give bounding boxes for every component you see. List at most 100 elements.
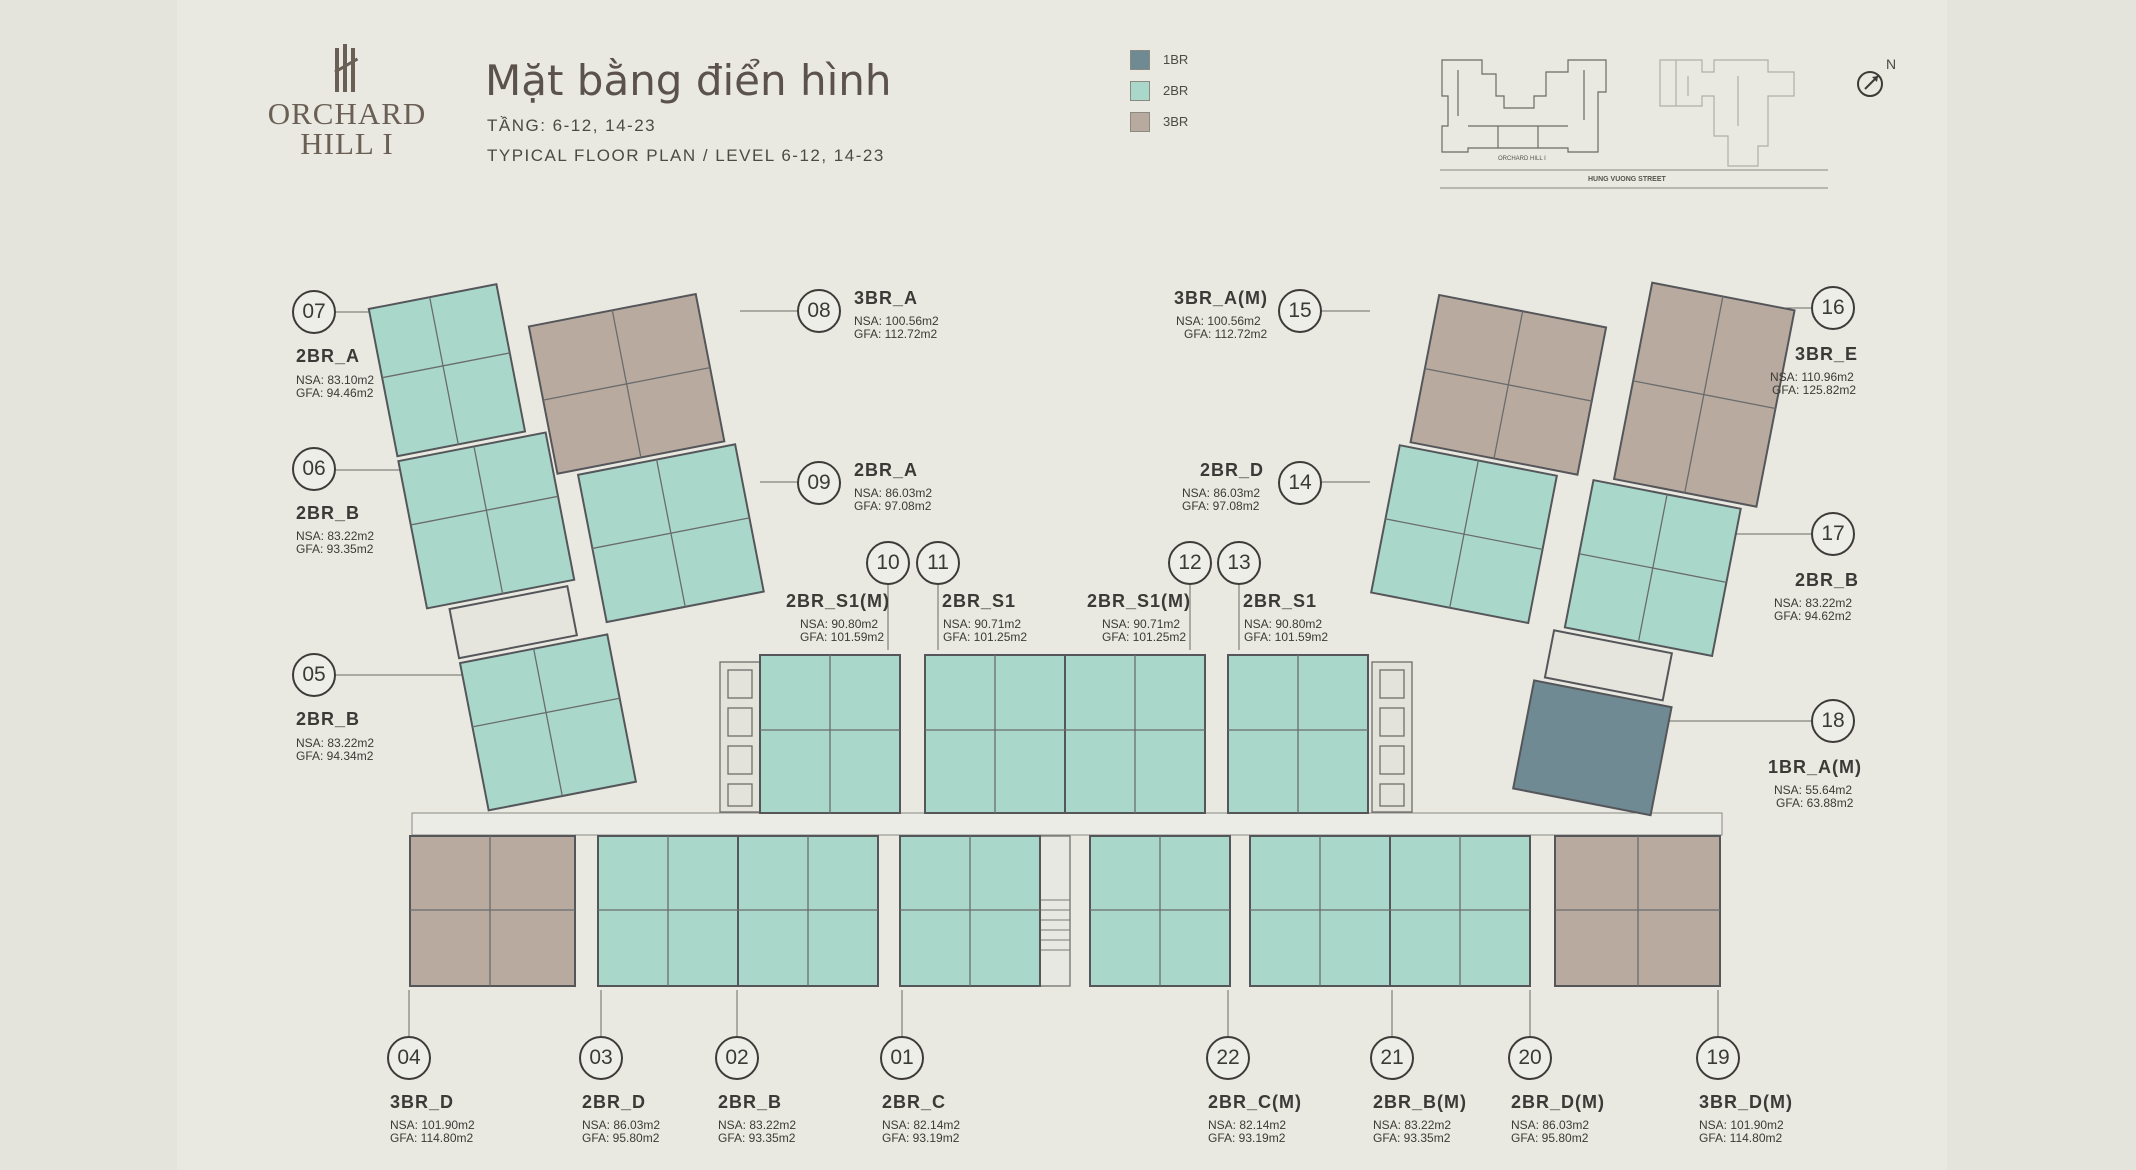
unit-number-21: 21 [1370, 1036, 1414, 1080]
unit-gfa-16: GFA: 125.82m2 [1772, 383, 1857, 397]
unit-number-19: 19 [1696, 1036, 1740, 1080]
leader-lines [336, 307, 1811, 1036]
legend-swatch-1br [1130, 50, 1150, 70]
site-plan-drawing [1440, 59, 1828, 189]
unit-gfa-07: GFA: 94.46m2 [296, 386, 374, 400]
unit-type-07: 2BR_A [296, 346, 361, 366]
unit-18-plan [1511, 679, 1673, 817]
subtitle-en: TYPICAL FLOOR PLAN / LEVEL 6-12, 14-23 [487, 146, 885, 165]
unit-gfa-20: GFA: 95.80m2 [1511, 1131, 1589, 1145]
unit-number-01: 01 [880, 1036, 924, 1080]
unit-gfa-02: GFA: 93.35m2 [718, 1131, 796, 1145]
unit-type-08: 3BR_A [854, 288, 919, 308]
unit-gfa-13: GFA: 101.59m2 [1244, 630, 1329, 644]
unit-gfa-14: GFA: 97.08m2 [1182, 499, 1260, 513]
unit-nsa-08: NSA: 100.56m2 [854, 314, 939, 328]
unit-number-08: 08 [797, 289, 841, 333]
unit-nsa-20: NSA: 86.03m2 [1511, 1118, 1590, 1132]
unit-nsa-01: NSA: 82.14m2 [882, 1118, 961, 1132]
brand-logo: ORCHARD HILL I [262, 44, 432, 164]
page-title: Mặt bằng điển hình [485, 56, 892, 105]
unit-nsa-21: NSA: 83.22m2 [1373, 1118, 1452, 1132]
unit-number-17: 17 [1811, 512, 1855, 556]
stair-right-plan [1543, 629, 1674, 702]
unit-type-05: 2BR_B [296, 709, 361, 729]
unit-nsa-17: NSA: 83.22m2 [1774, 596, 1853, 610]
unit-gfa-18: GFA: 63.88m2 [1776, 796, 1854, 810]
unit-type-02: 2BR_B [718, 1092, 783, 1112]
unit-number-14: 14 [1278, 461, 1322, 505]
unit-type-04: 3BR_D [390, 1092, 455, 1112]
unit-nsa-15: NSA: 100.56m2 [1176, 314, 1261, 328]
unit-number-16: 16 [1811, 286, 1855, 330]
legend-label-2br: 2BR [1163, 83, 1189, 98]
unit-nsa-19: NSA: 101.90m2 [1699, 1118, 1784, 1132]
unit-type-09: 2BR_A [854, 460, 919, 480]
right-wing [1511, 281, 1796, 817]
unit-gfa-06: GFA: 93.35m2 [296, 542, 374, 556]
unit-number-07: 07 [292, 290, 336, 334]
logo-mark-icon [334, 44, 359, 92]
brand-line1: ORCHARD [267, 96, 427, 131]
unit-nsa-07: NSA: 83.10m2 [296, 373, 375, 387]
corridor [411, 812, 1723, 987]
unit-nsa-14: NSA: 86.03m2 [1182, 486, 1261, 500]
unit-type-10: 2BR_S1(M) [786, 591, 891, 611]
unit-nsa-04: NSA: 101.90m2 [390, 1118, 475, 1132]
unit-nsa-12: NSA: 90.71m2 [1102, 617, 1181, 631]
unit-nsa-11: NSA: 90.71m2 [943, 617, 1022, 631]
unit-type-06: 2BR_B [296, 503, 361, 523]
site-building-label: ORCHARD HILL I [1498, 156, 1546, 162]
unit-nsa-03: NSA: 86.03m2 [582, 1118, 661, 1132]
unit-number-20: 20 [1508, 1036, 1552, 1080]
legend-label-3br: 3BR [1163, 114, 1189, 129]
legend-swatch-3br [1130, 112, 1150, 132]
unit-gfa-19: GFA: 114.80m2 [1699, 1131, 1783, 1145]
right-inner-wing [1369, 293, 1608, 625]
legend: 1BR 2BR 3BR [1130, 50, 1250, 140]
unit-gfa-05: GFA: 94.34m2 [296, 749, 374, 763]
unit-type-16: 3BR_E [1795, 344, 1859, 364]
middle-upper-units [759, 654, 1369, 814]
site-street-label: HUNG VUONG STREET [1588, 176, 1666, 183]
unit-number-11: 11 [916, 541, 960, 585]
unit-gfa-09: GFA: 97.08m2 [854, 499, 932, 513]
bottom-row-units [409, 835, 1721, 987]
compass-icon [1857, 71, 1883, 97]
site-key-map: ORCHARD HILL I HUNG VUONG STREET [1438, 56, 1833, 192]
unit-type-13: 2BR_S1 [1243, 591, 1318, 611]
unit-gfa-03: GFA: 95.80m2 [582, 1131, 660, 1145]
unit-06-plan [397, 431, 576, 610]
brand-line2: HILL I [300, 126, 394, 161]
compass-north-label: N [1886, 56, 1897, 72]
unit-type-14: 2BR_D [1200, 460, 1265, 480]
unit-nsa-05: NSA: 83.22m2 [296, 736, 375, 750]
unit-gfa-11: GFA: 101.25m2 [943, 630, 1028, 644]
unit-gfa-22: GFA: 93.19m2 [1208, 1131, 1286, 1145]
unit-gfa-15: GFA: 112.72m2 [1184, 327, 1268, 341]
unit-number-12: 12 [1168, 541, 1212, 585]
unit-type-12: 2BR_S1(M) [1087, 591, 1192, 611]
unit-number-15: 15 [1278, 289, 1322, 333]
legend-label-1br: 1BR [1163, 52, 1189, 67]
unit-nsa-06: NSA: 83.22m2 [296, 529, 375, 543]
left-wing [367, 282, 638, 812]
unit-type-21: 2BR_B(M) [1373, 1092, 1468, 1112]
unit-nsa-13: NSA: 90.80m2 [1244, 617, 1323, 631]
unit-number-18: 18 [1811, 699, 1855, 743]
unit-gfa-04: GFA: 114.80m2 [390, 1131, 474, 1145]
unit-type-19: 3BR_D(M) [1699, 1092, 1794, 1112]
unit-type-15: 3BR_A(M) [1174, 288, 1269, 308]
unit-nsa-16: NSA: 110.96m2 [1770, 370, 1854, 384]
legend-swatch-2br [1130, 81, 1150, 101]
unit-nsa-18: NSA: 55.64m2 [1774, 783, 1853, 797]
compass: N [1856, 56, 1904, 102]
unit-type-20: 2BR_D(M) [1511, 1092, 1606, 1112]
unit-04-plan [409, 835, 576, 987]
unit-nsa-09: NSA: 86.03m2 [854, 486, 933, 500]
unit-nsa-02: NSA: 83.22m2 [718, 1118, 797, 1132]
unit-gfa-17: GFA: 94.62m2 [1774, 609, 1852, 623]
unit-number-03: 03 [579, 1036, 623, 1080]
unit-number-04: 04 [387, 1036, 431, 1080]
